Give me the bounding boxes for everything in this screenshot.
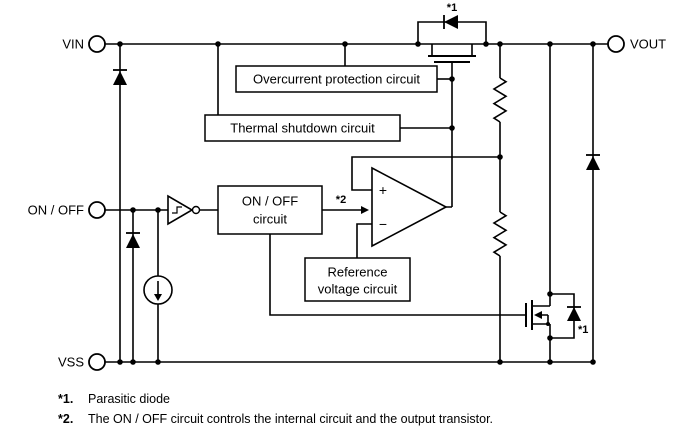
junction-dot xyxy=(449,76,455,82)
error-amplifier: + − xyxy=(371,166,448,248)
discharge-gate-wire xyxy=(269,234,526,316)
junction-dot xyxy=(546,322,550,326)
output-parasitic-diode-icon xyxy=(567,307,581,321)
onoff-terminal xyxy=(88,201,106,219)
thermal-shutdown-label: Thermal shutdown circuit xyxy=(230,121,375,136)
junction-dot xyxy=(117,359,123,365)
junction-dot xyxy=(547,335,553,341)
note-star1-top: *1 xyxy=(447,2,457,14)
vin-protection-diode-icon xyxy=(113,71,127,85)
feedback-resistor-top xyxy=(492,77,508,123)
diodes xyxy=(113,15,600,321)
onoff-protection-diode-icon xyxy=(126,234,140,248)
junction-dot xyxy=(449,125,455,131)
overcurrent-protection-label: Overcurrent protection circuit xyxy=(253,72,420,87)
note-star1-bottom: *1 xyxy=(578,324,588,336)
junction-dot xyxy=(117,41,123,47)
junction-dot xyxy=(342,41,348,47)
junction-dot xyxy=(547,291,553,297)
hysteresis-icon xyxy=(172,206,182,214)
onoff-circuit-label-line2: circuit xyxy=(253,212,287,227)
pass-parasitic-diode-icon xyxy=(444,15,458,29)
junction-dot xyxy=(497,359,503,365)
junction-dot xyxy=(155,359,161,365)
junction-dot xyxy=(155,207,161,213)
inverter-bubble xyxy=(191,205,201,215)
reference-voltage-label-line1: Reference xyxy=(328,265,388,280)
junction-dot xyxy=(215,41,221,47)
pulldown-current-source xyxy=(143,275,173,305)
onoff-circuit-box xyxy=(217,185,323,235)
onoff-control-arrow-icon xyxy=(361,206,369,214)
overcurrent-protection-box xyxy=(235,65,438,93)
footnotes: *1. Parasitic diode *2. The ON / OFF cir… xyxy=(58,392,493,426)
footnote-2-text: The ON / OFF circuit controls the intern… xyxy=(88,412,493,426)
footnote-2-ref: *2. xyxy=(58,412,73,426)
note-star2: *2 xyxy=(336,194,346,206)
output-discharge-transistor xyxy=(525,300,550,330)
schmitt-triangle xyxy=(167,194,194,226)
schmitt-trigger xyxy=(167,194,201,226)
junction-dot xyxy=(497,154,503,160)
error-amplifier-triangle xyxy=(371,166,448,248)
vout-protection-diode-icon xyxy=(586,156,600,170)
onoff-circuit-label-line1: ON / OFF xyxy=(242,194,298,209)
thermal-shutdown-box xyxy=(204,114,401,142)
opamp-minus-sign: − xyxy=(379,216,387,232)
junction-dot xyxy=(547,359,553,365)
opamp-plus-input-wire xyxy=(351,156,500,191)
junction-dot xyxy=(497,41,503,47)
vin-label: VIN xyxy=(62,37,84,52)
feedback-resistor-bottom xyxy=(492,211,508,257)
junction-dot xyxy=(483,41,489,47)
vss-terminal xyxy=(88,353,106,371)
pass-transistor xyxy=(428,44,476,63)
junction-dot xyxy=(590,359,596,365)
junction-dot xyxy=(590,41,596,47)
vin-terminal xyxy=(88,35,106,53)
opamp-plus-sign: + xyxy=(379,182,387,198)
opamp-minus-input-wire xyxy=(356,223,372,258)
reference-voltage-box xyxy=(304,257,411,302)
footnote-1-text: Parasitic diode xyxy=(88,392,170,406)
vout-terminal xyxy=(607,35,625,53)
current-source-arrow-icon xyxy=(154,294,162,301)
junction-dot xyxy=(547,41,553,47)
vout-label: VOUT xyxy=(630,37,666,52)
onoff-label: ON / OFF xyxy=(28,203,84,218)
pass-transistor-leads xyxy=(431,44,473,56)
footnote-1-ref: *1. xyxy=(58,392,73,406)
vss-label: VSS xyxy=(58,355,84,370)
reference-voltage-label-line2: voltage circuit xyxy=(318,282,398,297)
junction-dot xyxy=(130,207,136,213)
gate-drive-wire xyxy=(446,62,453,208)
junction-dot xyxy=(130,359,136,365)
junction-dots xyxy=(117,41,596,365)
junction-dot xyxy=(415,41,421,47)
discharge-body-arrow xyxy=(534,311,542,319)
